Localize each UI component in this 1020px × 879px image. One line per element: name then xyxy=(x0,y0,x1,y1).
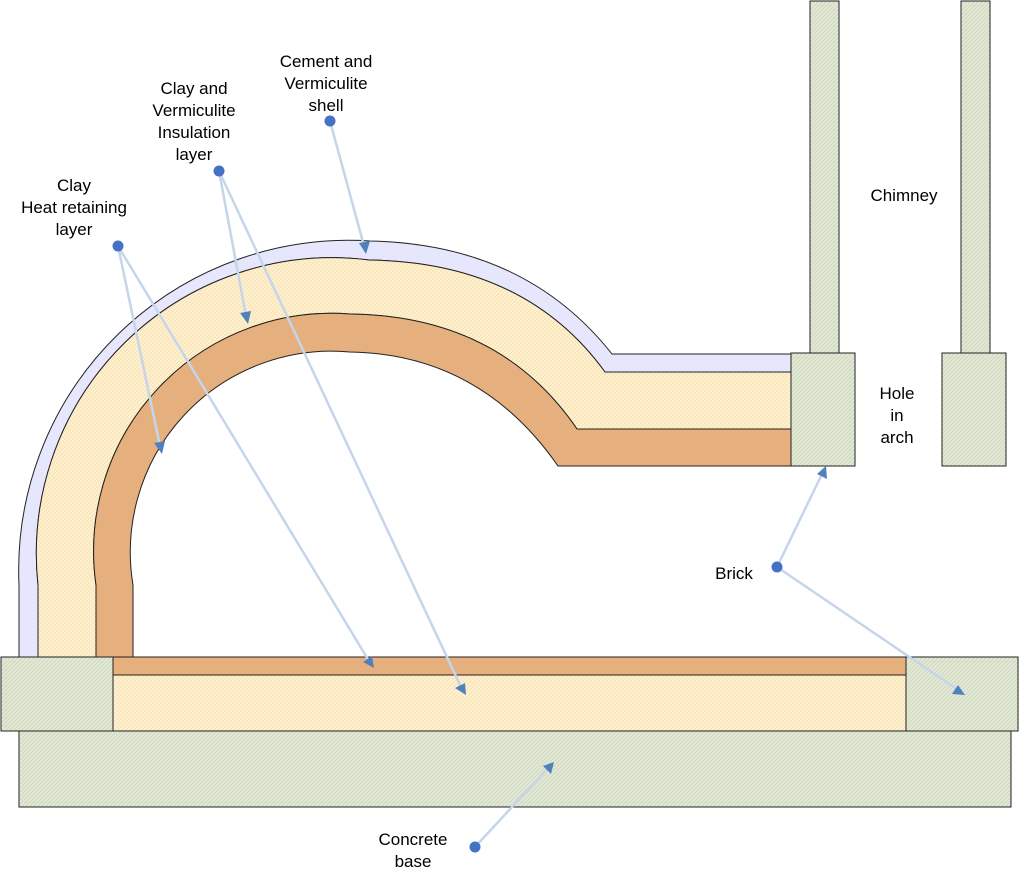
arrowheads xyxy=(154,241,965,774)
label-insulation-line-3: Insulation xyxy=(157,123,231,142)
leader-brick-arch xyxy=(775,473,824,568)
dot-brick xyxy=(771,561,783,573)
label-heat-line-2: Heat retaining xyxy=(21,198,127,217)
dot-shell xyxy=(324,115,336,127)
label-hole-line-1: Hole xyxy=(879,384,915,403)
label-concrete-line-2: base xyxy=(394,852,432,871)
arrowhead-concrete xyxy=(543,762,554,774)
label-brick-text: Brick xyxy=(715,564,753,583)
brick-arch-right xyxy=(941,352,1007,467)
leader-heat-floor xyxy=(116,245,371,662)
label-brick: Brick xyxy=(699,563,769,585)
arrowhead-heat-dome xyxy=(154,441,165,454)
label-shell-line-2: Vermiculite xyxy=(284,74,368,93)
label-heat-line-3: layer xyxy=(55,220,93,239)
label-insulation: Clay and Vermiculite Insulation layer xyxy=(124,78,264,166)
insulation-floor xyxy=(112,674,907,732)
label-hole-in-arch: Hole in arch xyxy=(862,383,932,449)
heat-retaining-floor xyxy=(112,656,907,676)
leader-insulation-dome xyxy=(217,170,248,317)
leader-shell xyxy=(328,120,366,247)
leader-lines xyxy=(116,120,959,848)
label-concrete-line-1: Concrete xyxy=(378,830,448,849)
leader-heat-dome xyxy=(116,245,162,447)
brick-left xyxy=(0,656,114,732)
leader-concrete xyxy=(474,767,549,848)
label-concrete-base: Concrete base xyxy=(353,829,473,873)
arrowhead-insulation-dome xyxy=(240,311,251,324)
arrowhead-brick-arch xyxy=(817,466,827,479)
arrowhead-shell xyxy=(359,241,370,254)
arrowhead-insulation-floor xyxy=(455,683,466,695)
label-insulation-line-1: Clay and xyxy=(160,79,228,98)
label-hole-line-2: in xyxy=(890,406,904,425)
label-shell: Cement and Vermiculite shell xyxy=(256,51,396,117)
dot-heat xyxy=(112,240,124,252)
dot-concrete xyxy=(469,841,481,853)
label-shell-line-1: Cement and xyxy=(279,52,373,71)
dot-insulation xyxy=(213,165,225,177)
label-hole-line-3: arch xyxy=(880,428,914,447)
brick-arch-left xyxy=(790,352,856,467)
chimney-wall-right xyxy=(960,0,991,354)
label-insulation-line-2: Vermiculite xyxy=(152,101,236,120)
label-heat-retaining: Clay Heat retaining layer xyxy=(4,175,144,241)
concrete-base xyxy=(18,730,1012,808)
label-heat-line-1: Clay xyxy=(56,176,91,195)
label-insulation-line-4: layer xyxy=(175,145,213,164)
label-chimney: Chimney xyxy=(854,185,954,207)
label-chimney-text: Chimney xyxy=(870,186,938,205)
arrowhead-heat-floor xyxy=(363,656,374,668)
label-shell-line-3: shell xyxy=(308,96,344,115)
label-dots xyxy=(112,115,783,853)
arrowhead-brick-right xyxy=(952,685,965,695)
leader-brick-right xyxy=(776,565,959,692)
chimney-wall-left xyxy=(809,0,840,354)
leader-insulation-floor xyxy=(217,170,463,688)
